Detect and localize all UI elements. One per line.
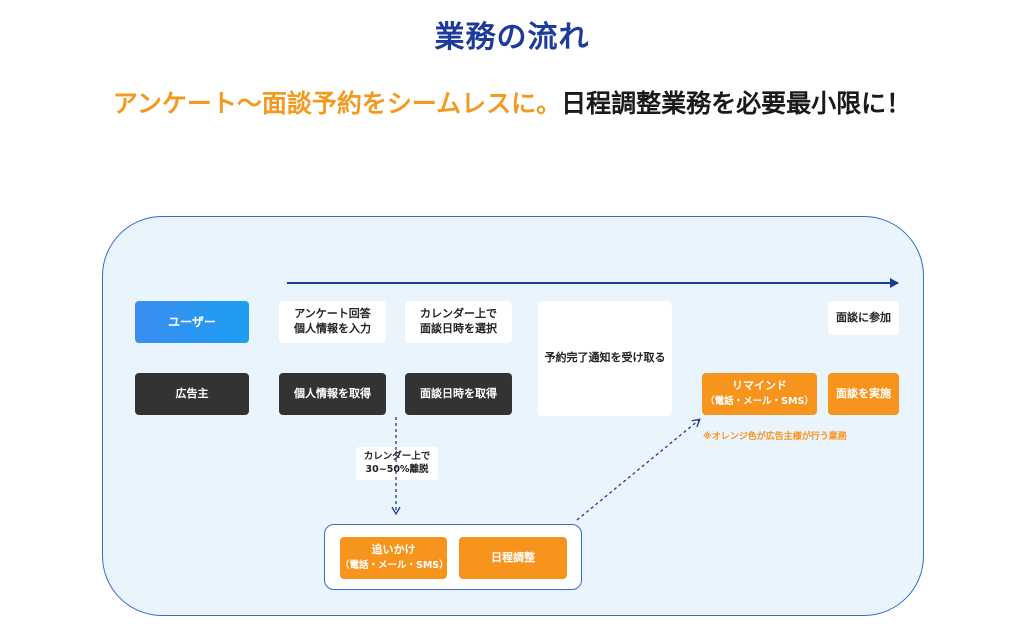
user-row-label: ユーザー — [135, 301, 249, 343]
page-subtitle: アンケート〜面談予約をシームレスに。日程調整業務を必要最小限に！ — [0, 84, 1024, 120]
page-title: 業務の流れ — [434, 20, 590, 55]
subtitle-main: 日程調整業務を必要最小限に！ — [561, 89, 912, 118]
attend-meeting-step: 面談に参加 — [828, 301, 899, 335]
advertiser-row-label: 広告主 — [135, 373, 249, 415]
follow-up-step: 追いかけ （電話・メール・SMS） — [340, 537, 449, 579]
legend-note: ※オレンジ色が広告主様が行う業務 — [703, 432, 847, 442]
scheduling-step: 日程調整 — [459, 537, 567, 579]
callout-line1: カレンダー上で — [363, 450, 431, 462]
remind-arrow — [576, 418, 701, 521]
survey-line2: 個人情報を入力 — [294, 322, 371, 335]
booking-notice-step: 予約完了通知を受け取る — [538, 301, 672, 416]
follow-line1: 追いかけ — [371, 543, 416, 557]
callout-line2: 30~50%離脱 — [365, 463, 429, 475]
get-personal-info-step: 個人情報を取得 — [279, 373, 386, 415]
calendar-select-step: カレンダー上で面談日時を選択 — [405, 301, 512, 343]
get-datetime-step: 面談日時を取得 — [405, 373, 512, 415]
remind-line2: （電話・メール・SMS） — [705, 396, 814, 407]
calendar-line2: 面談日時を選択 — [420, 322, 497, 335]
follow-line2: （電話・メール・SMS） — [340, 560, 449, 571]
remind-step: リマインド （電話・メール・SMS） — [702, 373, 817, 415]
survey-line1: アンケート回答 — [294, 307, 371, 321]
calendar-line1: カレンダー上で — [420, 307, 497, 321]
subtitle-highlight: アンケート〜面談予約をシームレスに。 — [112, 89, 562, 118]
conduct-meeting-step: 面談を実施 — [828, 373, 899, 415]
survey-answer-step: アンケート回答個人情報を入力 — [279, 301, 386, 343]
remind-line1: リマインド — [731, 379, 787, 393]
